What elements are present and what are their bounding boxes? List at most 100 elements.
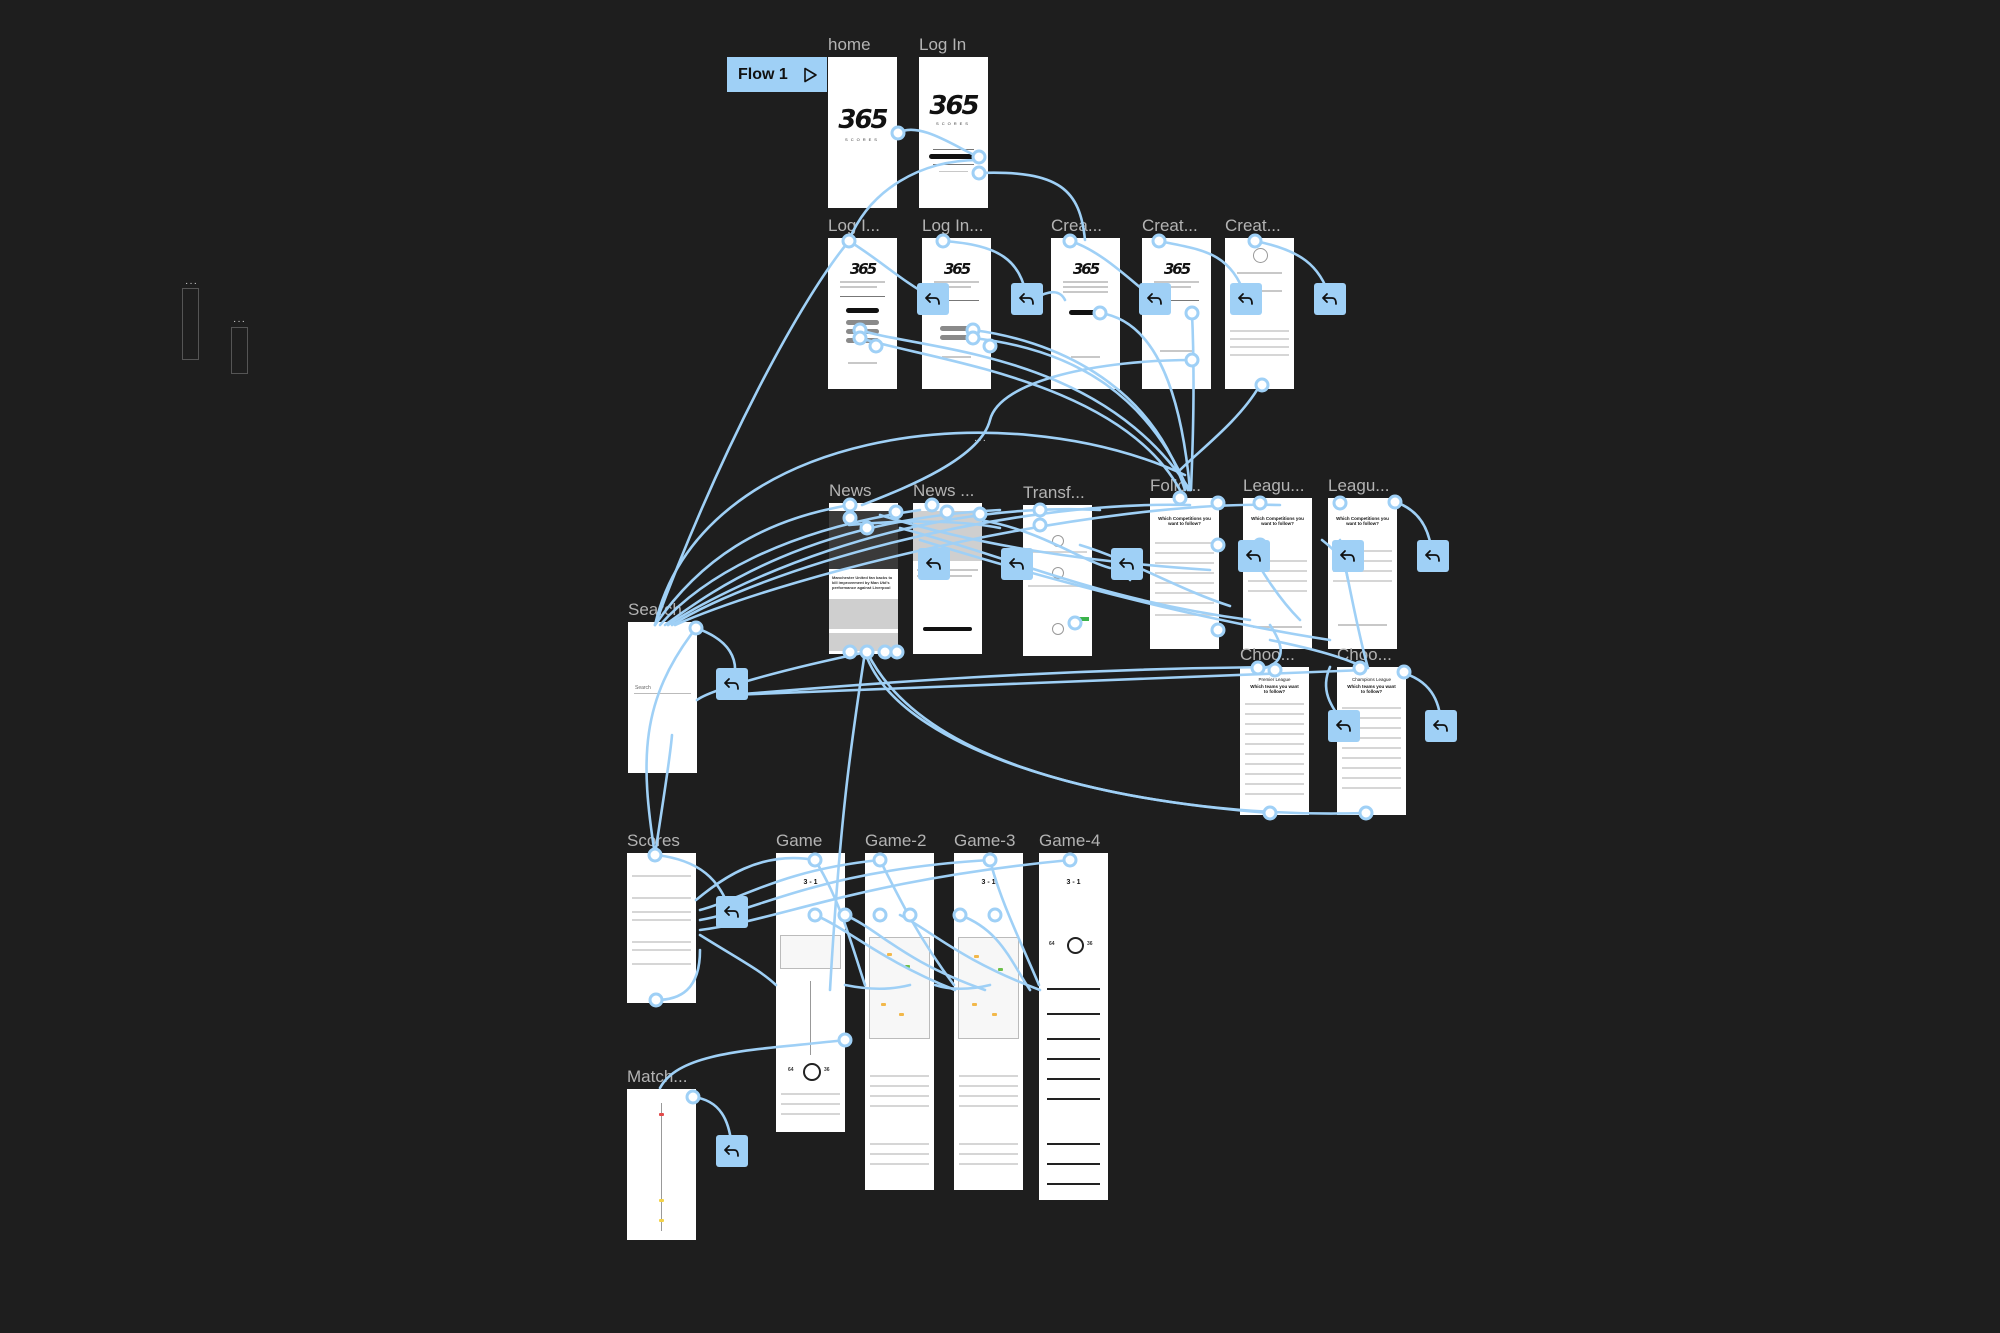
player-chip bbox=[998, 968, 1003, 971]
frame-log-a[interactable]: Log I... 365 bbox=[828, 216, 897, 389]
back-button[interactable] bbox=[1011, 283, 1043, 315]
social-button[interactable] bbox=[846, 320, 879, 325]
frame-title: Crea... bbox=[1051, 216, 1103, 235]
social-button[interactable] bbox=[940, 335, 973, 340]
social-button[interactable] bbox=[940, 326, 973, 331]
back-arrow-icon bbox=[1119, 558, 1134, 570]
competition-row bbox=[1333, 580, 1392, 582]
possession-home: 64 bbox=[1049, 941, 1055, 947]
match-row bbox=[632, 911, 691, 913]
frame-game-2[interactable]: Game-2 bbox=[865, 831, 934, 1190]
back-button[interactable] bbox=[716, 1135, 748, 1167]
back-arrow-icon bbox=[1340, 550, 1355, 562]
flow-start-badge[interactable]: Flow 1 bbox=[727, 57, 827, 92]
lineup-row bbox=[959, 1105, 1018, 1107]
possession-ring bbox=[803, 1063, 821, 1081]
text-line bbox=[1063, 286, 1108, 288]
logo-subtitle: SCORES bbox=[845, 137, 880, 142]
logo-subtitle: SCORES bbox=[936, 121, 971, 126]
text-line bbox=[848, 362, 877, 364]
league-name: Champions League bbox=[1351, 677, 1392, 682]
possession-away: 36 bbox=[824, 1067, 830, 1073]
team-row bbox=[1342, 717, 1401, 719]
read-more-button[interactable] bbox=[923, 627, 972, 631]
back-arrow-icon bbox=[1336, 720, 1351, 732]
player-chip bbox=[992, 1013, 997, 1016]
back-button[interactable] bbox=[917, 283, 949, 315]
stat-bar bbox=[1047, 988, 1100, 990]
team-row bbox=[1342, 767, 1401, 769]
match-score: 3 - 1 bbox=[1066, 879, 1081, 886]
frame-login[interactable]: Log In 365 SCORES bbox=[919, 35, 988, 208]
match-score: 3 - 1 bbox=[981, 879, 996, 886]
frame-game-3[interactable]: Game-3 3 - 1 bbox=[954, 831, 1023, 1190]
frame-crea-a[interactable]: Crea... 365 bbox=[1051, 216, 1120, 389]
frame-title: Game-2 bbox=[865, 831, 927, 850]
frame-league-a[interactable]: Leagu... Which Competitions you want to … bbox=[1243, 476, 1312, 649]
frame-news-a[interactable]: News Manchester United fan backs to kill… bbox=[829, 481, 898, 654]
search-input[interactable]: Search bbox=[635, 685, 651, 691]
stray-frame-a[interactable] bbox=[182, 288, 199, 360]
event-chip bbox=[659, 1199, 664, 1202]
frame-transf[interactable]: Transf... bbox=[1023, 483, 1092, 656]
competition-row bbox=[1155, 602, 1214, 604]
lineup-row bbox=[959, 1085, 1018, 1087]
back-button[interactable] bbox=[1111, 548, 1143, 580]
stray-frame-b[interactable] bbox=[231, 327, 248, 374]
back-arrow-icon bbox=[1238, 293, 1253, 305]
back-button[interactable] bbox=[1417, 540, 1449, 572]
back-button[interactable] bbox=[1001, 548, 1033, 580]
logo: 365 bbox=[1163, 260, 1191, 278]
frame-scores[interactable]: Scores bbox=[627, 831, 696, 1003]
frame-game[interactable]: Game 3 - 1 64 36 bbox=[776, 831, 845, 1132]
lineup-row bbox=[870, 1143, 929, 1145]
back-button[interactable] bbox=[1238, 540, 1270, 572]
back-arrow-icon bbox=[724, 678, 739, 690]
team-row bbox=[1245, 733, 1304, 735]
frame-title: Match... bbox=[627, 1067, 688, 1086]
lineup-row bbox=[959, 1075, 1018, 1077]
competition-row bbox=[1248, 580, 1307, 582]
frame-game-4[interactable]: Game-4 3 - 1 64 36 bbox=[1039, 831, 1108, 1200]
text-line bbox=[1160, 350, 1193, 352]
frame-title: Game-4 bbox=[1039, 831, 1101, 850]
back-arrow-icon bbox=[1019, 293, 1034, 305]
search-underline bbox=[634, 693, 691, 694]
frame-follo[interactable]: Follo... Which Competitions you want to … bbox=[1150, 476, 1219, 649]
player-chip bbox=[905, 965, 910, 968]
frame-title: Search bbox=[628, 600, 682, 619]
lineup-row bbox=[870, 1163, 929, 1165]
stat-bar bbox=[1047, 1143, 1100, 1145]
back-button[interactable] bbox=[1230, 283, 1262, 315]
back-button[interactable] bbox=[1139, 283, 1171, 315]
continue-button[interactable] bbox=[846, 308, 879, 313]
back-button[interactable] bbox=[1425, 710, 1457, 742]
back-button[interactable] bbox=[1314, 283, 1346, 315]
team-row bbox=[1245, 743, 1304, 745]
player-chip bbox=[899, 1013, 904, 1016]
back-button[interactable] bbox=[716, 668, 748, 700]
social-button[interactable] bbox=[846, 329, 879, 334]
team-row bbox=[1342, 757, 1401, 759]
frame-match[interactable]: Match... bbox=[627, 1067, 696, 1240]
avatar bbox=[1253, 248, 1268, 263]
back-button[interactable] bbox=[918, 548, 950, 580]
logo: 365 bbox=[849, 260, 877, 278]
timeline-line bbox=[810, 981, 811, 1055]
lineup-row bbox=[870, 1075, 929, 1077]
frame-home[interactable]: home 365 SCORES bbox=[828, 35, 897, 208]
login-button[interactable] bbox=[929, 154, 978, 159]
frame-title: Log In bbox=[919, 35, 967, 54]
back-arrow-icon bbox=[1433, 720, 1448, 732]
back-button[interactable] bbox=[1328, 710, 1360, 742]
text-line bbox=[840, 281, 885, 283]
frame-search[interactable]: Search Search bbox=[628, 600, 697, 773]
frame-league-b[interactable]: Leagu... Which Competitions you want to … bbox=[1328, 476, 1397, 649]
frame-choo-a[interactable]: Choo... Premier League Which teams you w… bbox=[1240, 645, 1309, 815]
create-button[interactable] bbox=[1069, 310, 1102, 315]
back-button[interactable] bbox=[716, 896, 748, 928]
competition-row bbox=[1155, 582, 1214, 584]
social-button[interactable] bbox=[846, 338, 879, 343]
back-button[interactable] bbox=[1332, 540, 1364, 572]
